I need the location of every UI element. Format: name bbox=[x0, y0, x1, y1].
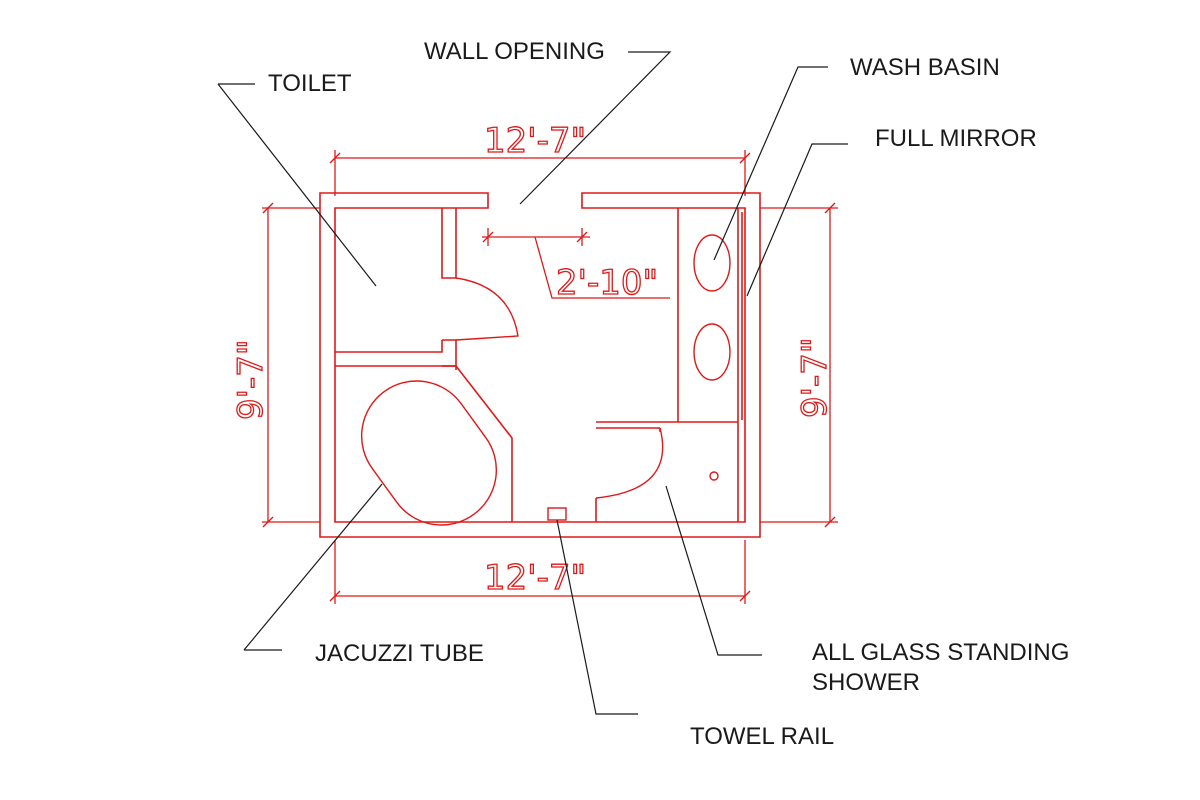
leader-full-mirror bbox=[746, 143, 848, 297]
label-wall-opening: WALL OPENING bbox=[424, 38, 605, 65]
jacuzzi-tub bbox=[360, 380, 498, 526]
dim-opening-text: 2'-10" bbox=[556, 263, 658, 303]
leader-wash-basin bbox=[713, 66, 828, 261]
label-towel-rail: TOWEL RAIL bbox=[690, 723, 834, 750]
dim-left-text: 9'-7" bbox=[231, 339, 271, 420]
label-toilet: TOILET bbox=[268, 70, 352, 97]
outer-walls bbox=[319, 192, 761, 538]
wash-basin-1 bbox=[693, 234, 731, 292]
leader-jacuzzi bbox=[243, 483, 383, 651]
leader-lines bbox=[217, 51, 848, 715]
leader-toilet bbox=[217, 83, 377, 287]
vanity bbox=[677, 208, 743, 522]
leader-shower bbox=[665, 485, 762, 656]
label-jacuzzi: JACUZZI TUBE bbox=[315, 640, 484, 667]
dimension-bottom: 12'-7" bbox=[329, 540, 751, 604]
dim-right-text: 9'-7" bbox=[795, 337, 835, 418]
shower bbox=[595, 421, 738, 522]
dimension-left: 9'-7" bbox=[230, 202, 320, 528]
towel-rail bbox=[547, 507, 567, 521]
toilet-door-swing bbox=[455, 277, 519, 341]
labels: TOILET WALL OPENING WASH BASIN FULL MIRR… bbox=[268, 38, 1069, 750]
jacuzzi-partition bbox=[442, 365, 513, 522]
label-shower-line1: ALL GLASS STANDING bbox=[812, 639, 1069, 666]
leader-wall-opening bbox=[519, 51, 672, 205]
leader-towel-rail bbox=[556, 519, 638, 715]
label-full-mirror: FULL MIRROR bbox=[875, 125, 1037, 152]
dim-bottom-text: 12'-7" bbox=[484, 558, 586, 598]
dim-top-text: 12'-7" bbox=[484, 121, 586, 161]
label-wash-basin: WASH BASIN bbox=[850, 54, 1000, 81]
label-shower-line2: SHOWER bbox=[812, 669, 920, 696]
shower-door-swing bbox=[595, 427, 664, 499]
wash-basin-2 bbox=[693, 323, 731, 381]
dimension-right: 9'-7" bbox=[760, 202, 838, 528]
dimension-opening: 2'-10" bbox=[482, 228, 670, 304]
toilet-compartment bbox=[335, 208, 519, 370]
dimension-top: 12'-7" bbox=[329, 120, 751, 196]
shower-drain bbox=[709, 471, 719, 481]
